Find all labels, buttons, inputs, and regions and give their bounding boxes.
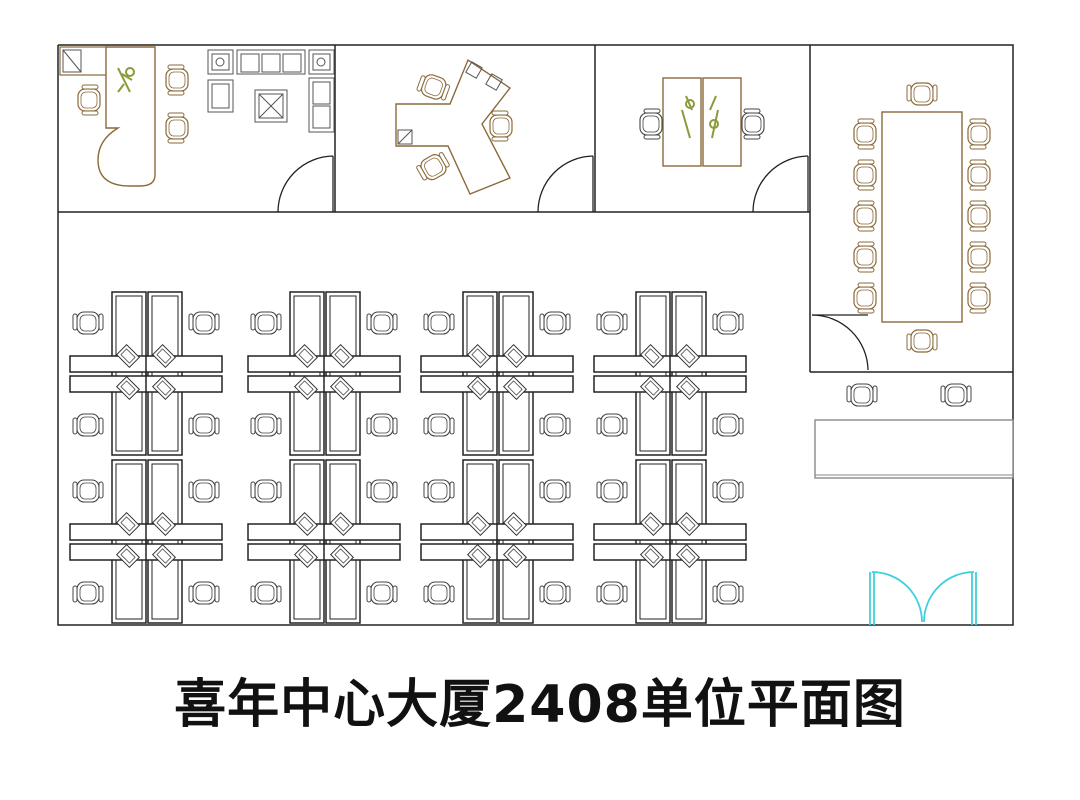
meeting-room bbox=[853, 82, 991, 353]
y-workstation-office bbox=[395, 58, 513, 195]
open-office bbox=[70, 292, 746, 623]
reception bbox=[814, 383, 1014, 479]
plant-icon bbox=[117, 67, 135, 93]
room-walls bbox=[58, 45, 1013, 373]
manager-office bbox=[59, 46, 335, 187]
outer-walls bbox=[57, 44, 1014, 626]
plant-icon bbox=[681, 95, 719, 139]
plan-title: 喜年中心大厦2408单位平面图 bbox=[174, 675, 906, 735]
double-door-icon bbox=[869, 571, 977, 625]
floor-plan bbox=[57, 44, 1014, 626]
double-desk-office bbox=[639, 77, 765, 167]
sofa-set bbox=[207, 49, 335, 133]
door-swing-icon bbox=[277, 155, 869, 371]
